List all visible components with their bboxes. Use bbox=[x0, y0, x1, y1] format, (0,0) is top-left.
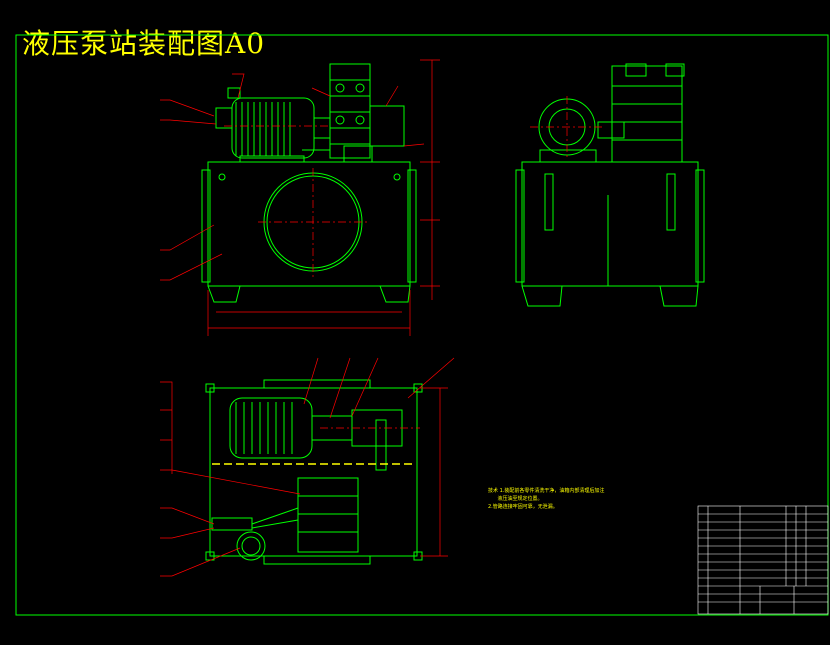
front-view-centerlines bbox=[224, 125, 368, 278]
side-valve-stack bbox=[611, 65, 683, 163]
title-block bbox=[697, 505, 829, 615]
top-valve-stack bbox=[297, 477, 359, 553]
top-view bbox=[205, 379, 423, 565]
side-view-centerlines bbox=[530, 96, 604, 160]
technical-notes: 技术 1.装配前各零件清洗干净，油箱内部清理后加注 液压油至规定位置。 2.管路连… bbox=[488, 487, 605, 511]
front-motor bbox=[231, 97, 315, 159]
top-tank bbox=[209, 387, 418, 557]
top-view-centerlines bbox=[212, 427, 420, 465]
side-view bbox=[515, 63, 705, 307]
top-motor bbox=[229, 397, 313, 459]
note-line-1: 技术 1.装配前各零件清洗干净，油箱内部清理后加注 bbox=[488, 488, 605, 494]
note-line-3: 2.管路连接牢固可靠，无泄漏。 bbox=[488, 504, 558, 510]
drawing-border bbox=[15, 34, 829, 616]
front-view bbox=[201, 63, 417, 303]
note-line-2: 液压油至规定位置。 bbox=[488, 496, 543, 502]
side-tank bbox=[521, 161, 699, 287]
top-filler-cap bbox=[236, 531, 266, 561]
top-view-dimensions bbox=[160, 357, 455, 577]
front-view-dimensions bbox=[160, 59, 440, 336]
drawing-title: 液压泵站装配图A0 bbox=[22, 27, 266, 60]
front-tank bbox=[207, 161, 411, 287]
